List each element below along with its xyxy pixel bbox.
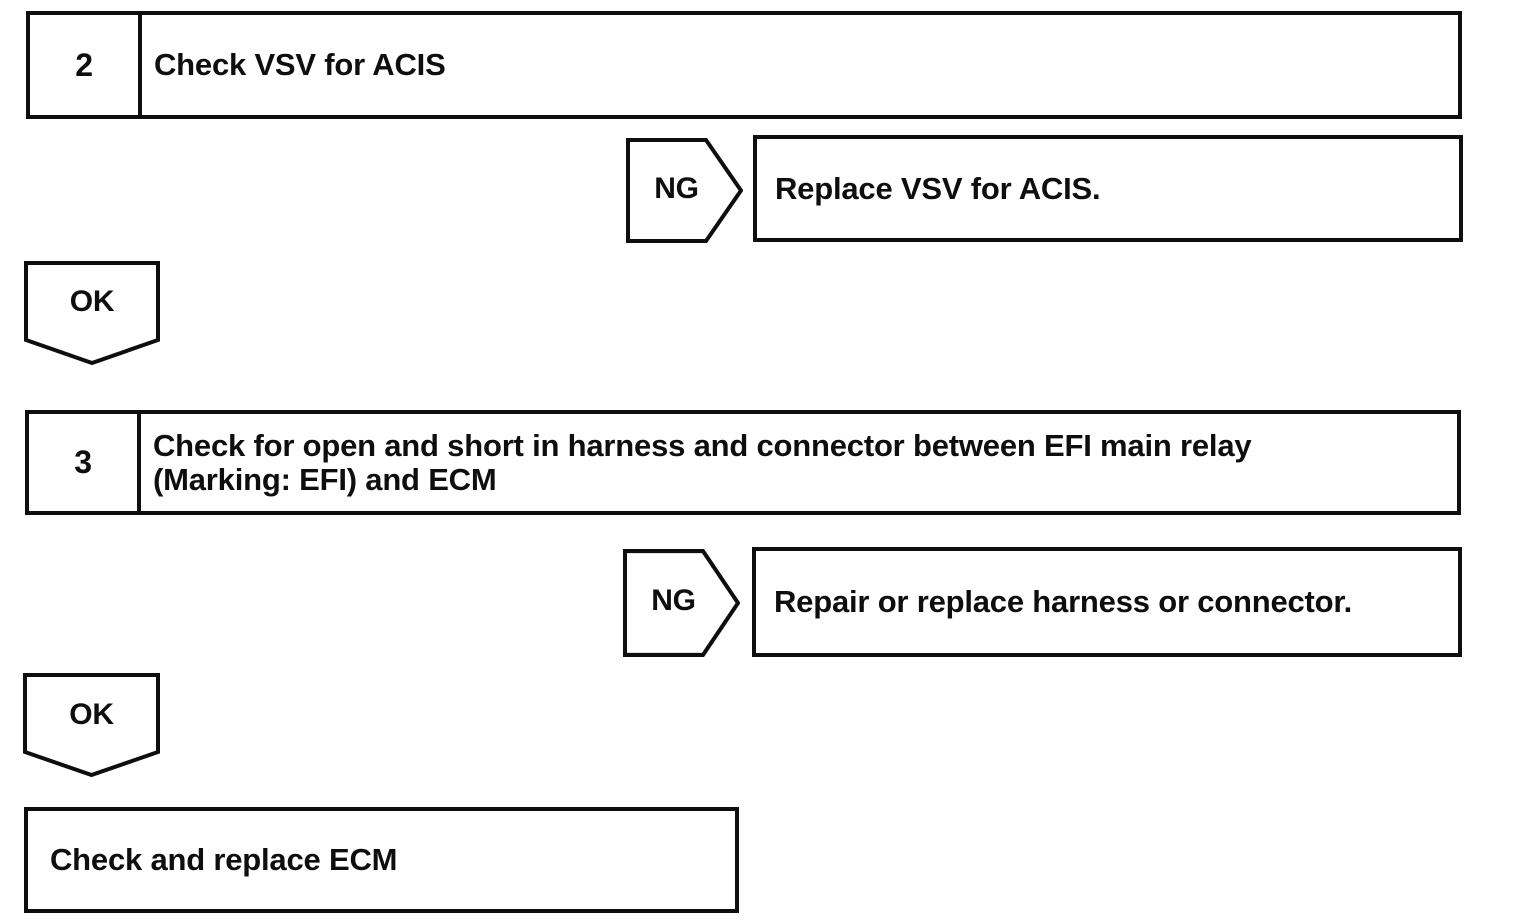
step-title-line: (Marking: EFI) and ECM — [153, 461, 497, 497]
ng-result-box: Repair or replace harness or connector. — [752, 547, 1462, 657]
ok-label: OK — [69, 285, 115, 318]
step-box-3: 3 Check for open and short in harness an… — [25, 410, 1461, 515]
ok-pentagon-shape — [23, 673, 160, 778]
ng-result-text: Replace VSV for ACIS. — [775, 170, 1101, 206]
ng-arrow-shape — [626, 138, 743, 243]
ok-connector: OK — [23, 673, 160, 778]
step-title: Check VSV for ACIS — [142, 15, 1458, 115]
ng-label: NG — [651, 584, 696, 617]
ng-connector: NG — [626, 138, 743, 243]
ng-result-box: Replace VSV for ACIS. — [753, 135, 1463, 242]
ok-label: OK — [69, 697, 114, 731]
ng-label: NG — [654, 171, 699, 205]
step-title-line: Check VSV for ACIS — [154, 47, 446, 82]
ng-arrow-shape — [623, 549, 740, 657]
final-action-text: Check and replace ECM — [50, 842, 398, 877]
step-number: 3 — [29, 414, 141, 511]
ok-pentagon-shape — [24, 261, 160, 365]
step-number: 2 — [30, 15, 142, 115]
final-action-box: Check and replace ECM — [24, 807, 739, 913]
step-title-line: Check for open and short in harness and … — [153, 427, 1252, 463]
ok-connector: OK — [24, 261, 160, 365]
ng-connector: NG — [623, 549, 740, 657]
step-title: Check for open and short in harness and … — [141, 414, 1457, 511]
ng-result-text: Repair or replace harness or connector. — [774, 584, 1352, 619]
step-box-2: 2 Check VSV for ACIS — [26, 11, 1462, 119]
